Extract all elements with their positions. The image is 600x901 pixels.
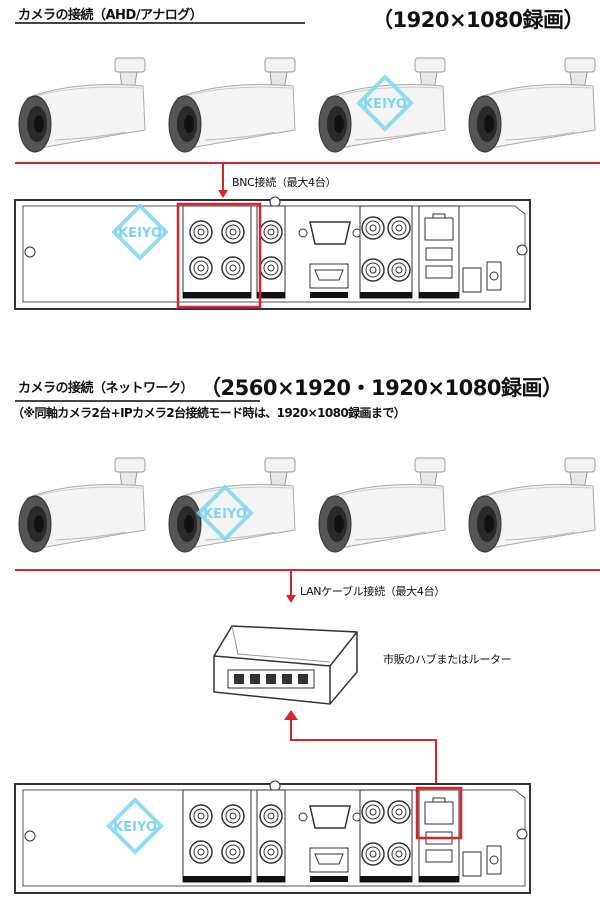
- arrow-down-icon: [286, 569, 296, 603]
- analog-cameras: [18, 57, 596, 153]
- analog-resolution: （1920×1080録画）: [372, 8, 585, 32]
- bnc-highlight: [176, 202, 262, 309]
- bnc-connection-label: BNC接続（最大4台）: [232, 176, 337, 189]
- dvr-rear-panel: [15, 776, 535, 901]
- lan-connection-label: LANケーブル接続（最大4台）: [300, 585, 445, 598]
- section-analog-title: カメラの接続（AHD/アナログ）: [18, 8, 203, 23]
- section-network-title: カメラの接続（ネットワーク）: [18, 381, 194, 396]
- dvr-rear-panel: [15, 192, 535, 317]
- camera-icon: [168, 57, 296, 153]
- camera-icon: [18, 57, 146, 153]
- lan-cable-line: [284, 710, 437, 788]
- divider: [15, 400, 260, 402]
- camera-icon: [468, 57, 596, 153]
- camera-icon: [318, 457, 446, 553]
- camera-icon: [18, 457, 146, 553]
- network-note: （※同軸カメラ2台+IPカメラ2台接続モード時は、1920×1080録画まで）: [12, 406, 406, 420]
- connection-line: [15, 162, 600, 164]
- camera-icon: [168, 457, 296, 553]
- network-resolution: （2560×1920・1920×1080録画）: [200, 376, 563, 400]
- divider: [15, 22, 305, 24]
- connection-line: [15, 569, 600, 571]
- lan-port-highlight: [415, 786, 463, 840]
- hub-label: 市販のハブまたはルーター: [383, 653, 512, 666]
- arrow-down-icon: [218, 162, 228, 198]
- network-hub-icon: [213, 625, 358, 705]
- camera-icon: [468, 457, 596, 553]
- network-cameras: [18, 457, 596, 553]
